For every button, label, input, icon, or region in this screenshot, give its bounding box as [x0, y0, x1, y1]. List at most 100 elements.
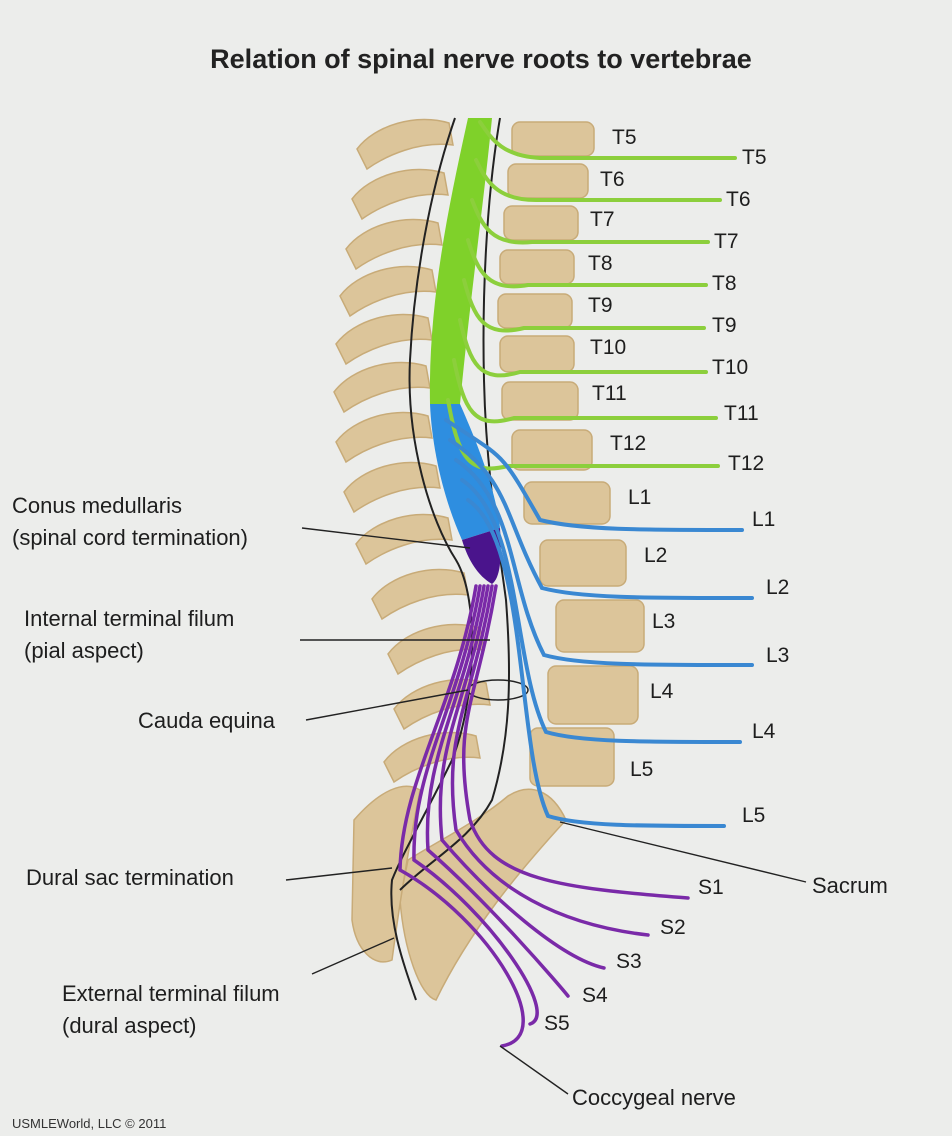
vertebra-label-T12: T12	[610, 432, 647, 455]
coccygeal-nerve-root	[398, 584, 525, 1048]
external-filum-line2: (dural aspect)	[62, 1013, 197, 1038]
nerve-root-label-T9: T9	[712, 314, 737, 337]
conus-line1: Conus medullaris	[12, 493, 182, 518]
thoracic-nerve-root-T11	[452, 358, 718, 424]
lumbar-nerve-root-L1	[444, 418, 744, 532]
vertebra-label-T10: T10	[590, 336, 627, 359]
sacral-nerve-root-S3	[438, 584, 606, 970]
posterior-process-8	[343, 461, 441, 514]
conus-medullaris-label: Conus medullaris (spinal cord terminatio…	[12, 490, 248, 554]
sacral-nerve-root-S2	[450, 584, 650, 937]
nerve-root-label-L1: L1	[752, 508, 776, 531]
dural-sac-termination-label: Dural sac termination	[26, 865, 234, 890]
nerve-roots-group	[398, 120, 754, 1048]
vertebral-body-4	[499, 249, 575, 285]
dura-posterior-outline	[390, 117, 474, 1001]
vertebral-body-2	[507, 163, 589, 199]
vertebral-body-10	[539, 539, 627, 587]
lumbar-nerve-root-L2	[448, 438, 754, 600]
vertebral-body-5	[497, 293, 573, 329]
sacral-nerve-root-S5	[412, 584, 539, 1026]
nerve-root-label-S3: S3	[616, 950, 642, 973]
posterior-process-1	[356, 118, 454, 171]
vertebral-body-13	[529, 727, 615, 787]
vertebral-body-12	[547, 665, 639, 725]
thoracic-nerve-root-T8	[466, 238, 708, 289]
vertebral-body-8	[511, 429, 593, 471]
sacrum-label: Sacrum	[812, 873, 888, 898]
nerve-root-label-S4: S4	[582, 984, 608, 1007]
vertebra-label-T11: T11	[592, 382, 627, 405]
cauda-equina-label: Cauda equina	[138, 708, 276, 733]
spinal-cord-thoracic	[429, 118, 492, 404]
external-filum-line1: External terminal filum	[62, 981, 280, 1006]
external-terminal-filum-label: External terminal filum (dural aspect)	[62, 978, 280, 1042]
nerve-root-label-T7: T7	[714, 230, 739, 253]
vertebra-label-T5: T5	[612, 126, 637, 149]
posterior-process-2	[351, 168, 449, 221]
posterior-process-4	[339, 265, 437, 318]
internal-terminal-filum-label: Internal terminal filum (pial aspect)	[24, 603, 234, 667]
page-title: Relation of spinal nerve roots to verteb…	[210, 44, 752, 74]
vertebral-body-1	[511, 121, 595, 157]
posterior-process-6	[333, 361, 431, 414]
sacral-nerve-root-S4	[425, 584, 570, 998]
posterior-process-3	[345, 218, 443, 271]
vertebra-label-L1: L1	[628, 486, 652, 509]
vertebral-body-6	[499, 335, 575, 373]
vertebra-label-T6: T6	[600, 168, 625, 191]
lumbar-nerve-root-L4	[460, 478, 742, 744]
nerve-root-label-T10: T10	[712, 356, 749, 379]
external-filum-leader	[311, 937, 395, 975]
thoracic-nerve-root-T5	[478, 120, 737, 160]
conus-line2: (spinal cord termination)	[12, 525, 248, 550]
nerve-root-label-L5: L5	[742, 804, 766, 827]
vertebral-body-3	[503, 205, 579, 241]
lumbar-nerve-root-L3	[454, 458, 754, 667]
nerve-root-label-S2: S2	[660, 916, 686, 939]
nerve-root-label-T12: T12	[728, 452, 765, 475]
nerve-root-label-S1: S1	[698, 876, 724, 899]
sacrum-group	[351, 785, 567, 1001]
thoracic-nerve-root-T9	[462, 278, 706, 333]
vertebra-label-T8: T8	[588, 252, 613, 275]
vertebra-label-L3: L3	[652, 610, 676, 633]
conus-medullaris	[462, 528, 501, 584]
vertebral-body-11	[555, 599, 645, 653]
vertebra-label-L4: L4	[650, 680, 674, 703]
nerve-root-label-T11: T11	[724, 402, 759, 425]
nerve-root-label-S5: S5	[544, 1012, 570, 1035]
spinal-cord-group	[429, 118, 529, 701]
dural-sac-leader	[285, 867, 393, 881]
vertebral-body-7	[501, 381, 579, 421]
posterior-process-5	[335, 313, 433, 366]
coccygeal-leader	[499, 1045, 569, 1095]
posterior-process-7	[335, 411, 433, 464]
cauda-equina-leader	[305, 689, 469, 721]
nerve-root-label-L2: L2	[766, 576, 790, 599]
leader-lines-group	[285, 527, 807, 1095]
copyright-notice: USMLEWorld, LLC © 2011	[12, 1116, 167, 1131]
nerve-root-label-T8: T8	[712, 272, 737, 295]
lumbar-nerve-root-L5	[466, 498, 726, 828]
vertebra-label-L2: L2	[644, 544, 668, 567]
coccygeal-nerve-label: Coccygeal nerve	[572, 1085, 736, 1110]
spinal-cord-lumbar	[430, 404, 500, 540]
vertebra-label-T7: T7	[590, 208, 615, 231]
sacrum-bone	[399, 788, 567, 1001]
thoracic-nerve-root-T6	[474, 158, 722, 202]
conus-leader	[301, 527, 471, 549]
nerve-root-label-L4: L4	[752, 720, 776, 743]
thoracic-nerve-root-T12	[446, 398, 720, 471]
posterior-process-10	[371, 568, 469, 621]
thoracic-nerve-root-T7	[470, 198, 710, 245]
nerve-root-label-L3: L3	[766, 644, 790, 667]
sacrum-leader	[559, 821, 807, 883]
vertebra-label-L5: L5	[630, 758, 654, 781]
posterior-process-9	[355, 513, 453, 566]
internal-filum-line2: (pial aspect)	[24, 638, 144, 663]
nerve-root-label-T6: T6	[726, 188, 751, 211]
sacral-nerve-root-S1	[461, 584, 690, 900]
